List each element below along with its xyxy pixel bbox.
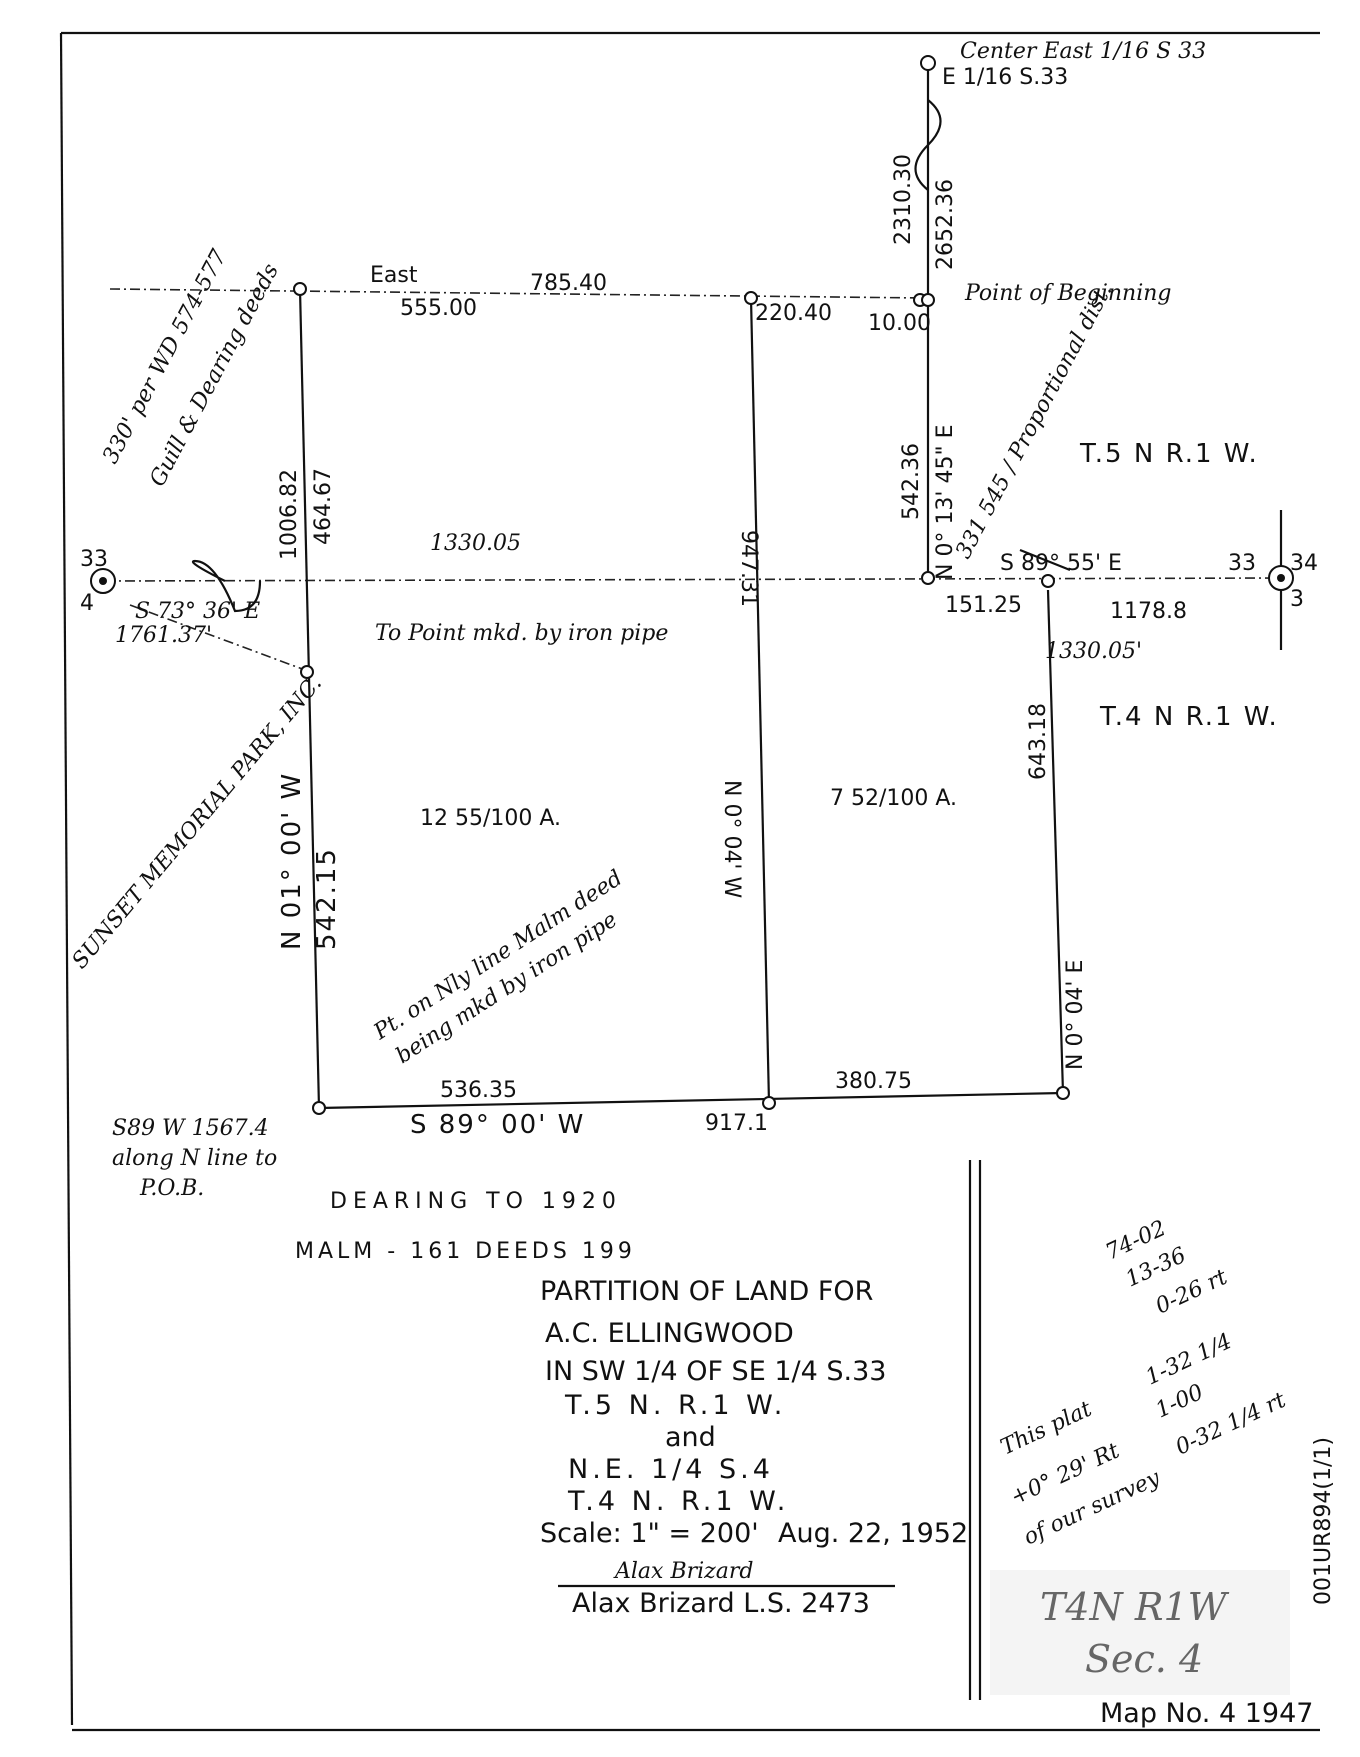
bearing-n0-04-w: N 0° 04' W xyxy=(719,780,744,898)
note-along: along N line to xyxy=(112,1146,277,1171)
bearing-s89-55: S 89° 55' E xyxy=(1000,551,1122,576)
document-id: 001UR894(1/1) xyxy=(1311,1437,1336,1605)
title-line4: T.5 N. R.1 W. xyxy=(564,1390,786,1421)
dim-10: 10.00 xyxy=(868,311,931,336)
title-date: Aug. 22, 1952 xyxy=(778,1518,968,1549)
title-line1: PARTITION OF LAND FOR xyxy=(540,1276,873,1307)
west-boundary xyxy=(298,288,321,1109)
break-symbol xyxy=(914,99,942,191)
note-1761: 1761.37' xyxy=(115,623,212,648)
sticky-note-line2: Sec. 4 xyxy=(1085,1637,1203,1681)
dim-542-west: 542.15 xyxy=(312,847,342,950)
surveyor-name: Alax Brizard L.S. 2473 xyxy=(572,1588,870,1619)
section-4-left: 4 xyxy=(80,591,94,616)
surveyor-signature: Alax Brizard xyxy=(613,1559,753,1584)
bearing-n0-13: N 0° 13' 45" E xyxy=(933,425,958,580)
north-line xyxy=(109,288,926,299)
dim-1330b: 1330.05' xyxy=(1045,639,1142,664)
dim-380: 380.75 xyxy=(835,1069,912,1094)
note-s73: S 73° 36' E xyxy=(135,599,260,624)
bearing-n01-w: N 01° 00' W xyxy=(277,772,307,950)
township-t5n: T.5 N R.1 W. xyxy=(1079,439,1259,469)
dim-1330: 1330.05 xyxy=(430,531,521,556)
dim-542: 542.36 xyxy=(899,443,924,520)
corner-marker xyxy=(744,291,758,305)
corner-marker xyxy=(920,55,936,71)
title-line7: T.4 N. R.1 W. xyxy=(567,1486,789,1517)
section-33-left: 33 xyxy=(80,547,108,572)
section-line xyxy=(104,577,1290,582)
east-label: East xyxy=(370,263,418,288)
dim-1006: 1006.82 xyxy=(277,469,302,560)
note-malm: MALM - 161 DEEDS 199 xyxy=(295,1239,636,1264)
corner-marker xyxy=(1041,574,1055,588)
dim-555: 555.00 xyxy=(400,296,477,321)
note-e16: E 1/16 S.33 xyxy=(942,65,1068,90)
note-s89w: S89 W 1567.4 xyxy=(112,1116,269,1141)
area-west: 12 55/100 A. xyxy=(420,806,561,831)
dim-2652: 2652.36 xyxy=(933,179,958,270)
note-dearing: DEARING TO 1920 xyxy=(330,1189,622,1214)
area-east: 7 52/100 A. xyxy=(830,786,957,811)
section-34-right: 34 xyxy=(1290,551,1318,576)
corner-marker xyxy=(312,1101,326,1115)
note-this-plat: This plat xyxy=(997,1397,1096,1461)
map-number: Map No. 4 1947 xyxy=(1100,1698,1313,1729)
dim-947: 947.31 xyxy=(736,530,761,607)
dim-220: 220.40 xyxy=(755,301,832,326)
title-line3: IN SW 1/4 OF SE 1/4 S.33 xyxy=(545,1356,886,1387)
sticky-note-line1: T4N R1W xyxy=(1040,1585,1230,1629)
south-boundary xyxy=(318,1091,1064,1110)
point-of-beginning-marker xyxy=(921,293,935,307)
dim-917: 917.1 xyxy=(705,1111,768,1136)
dim-643: 643.18 xyxy=(1026,703,1051,780)
dim-464: 464.67 xyxy=(311,468,336,545)
note-pt-on-nly: Pt. on Nly line Malm deed xyxy=(369,866,627,1046)
corner-marker xyxy=(921,571,935,585)
bearing-s89-w: S 89° 00' W xyxy=(410,1110,585,1140)
title-line6: N.E. 1/4 S.4 xyxy=(568,1454,774,1485)
wavy-callout xyxy=(192,559,262,613)
corner-marker xyxy=(293,282,307,296)
township-t4n: T.4 N R.1 W. xyxy=(1099,702,1279,732)
dim-1178: 1178.8 xyxy=(1110,599,1187,624)
note-proportional: 331 545 / Proportional dist. xyxy=(951,280,1117,563)
sticky-note xyxy=(990,1570,1290,1695)
title-line2: A.C. ELLINGWOOD xyxy=(545,1318,794,1349)
section-corner-dot xyxy=(1277,574,1285,582)
note-calc4: 1-32 1/4 xyxy=(1142,1329,1236,1390)
iron-pipe-marker xyxy=(300,665,314,679)
corner-marker xyxy=(1056,1086,1070,1100)
note-to-point: To Point mkd. by iron pipe xyxy=(375,621,668,646)
dim-785: 785.40 xyxy=(530,271,607,296)
east-boundary-south xyxy=(1046,589,1065,1094)
arrow-line xyxy=(1019,548,1071,572)
title-line5: and xyxy=(665,1422,716,1453)
corner-marker xyxy=(762,1096,776,1110)
frame-left xyxy=(59,32,74,1726)
tie-line xyxy=(129,604,306,671)
section-corner-dot xyxy=(99,577,107,585)
dim-151: 151.25 xyxy=(945,593,1022,618)
note-pob: P.O.B. xyxy=(139,1176,204,1201)
bearing-n0-04-e: N 0° 04' E xyxy=(1063,960,1088,1070)
note-point-of-beginning: Point of Beginning xyxy=(964,281,1172,306)
partition-line xyxy=(749,297,771,1104)
title-scale: Scale: 1" = 200' xyxy=(540,1518,759,1549)
note-center-east: Center East 1/16 S 33 xyxy=(960,39,1206,64)
section-3-right: 3 xyxy=(1290,587,1304,612)
section-33-right: 33 xyxy=(1228,551,1256,576)
dim-536: 536.35 xyxy=(440,1078,517,1103)
dim-2310: 2310.30 xyxy=(891,154,916,245)
